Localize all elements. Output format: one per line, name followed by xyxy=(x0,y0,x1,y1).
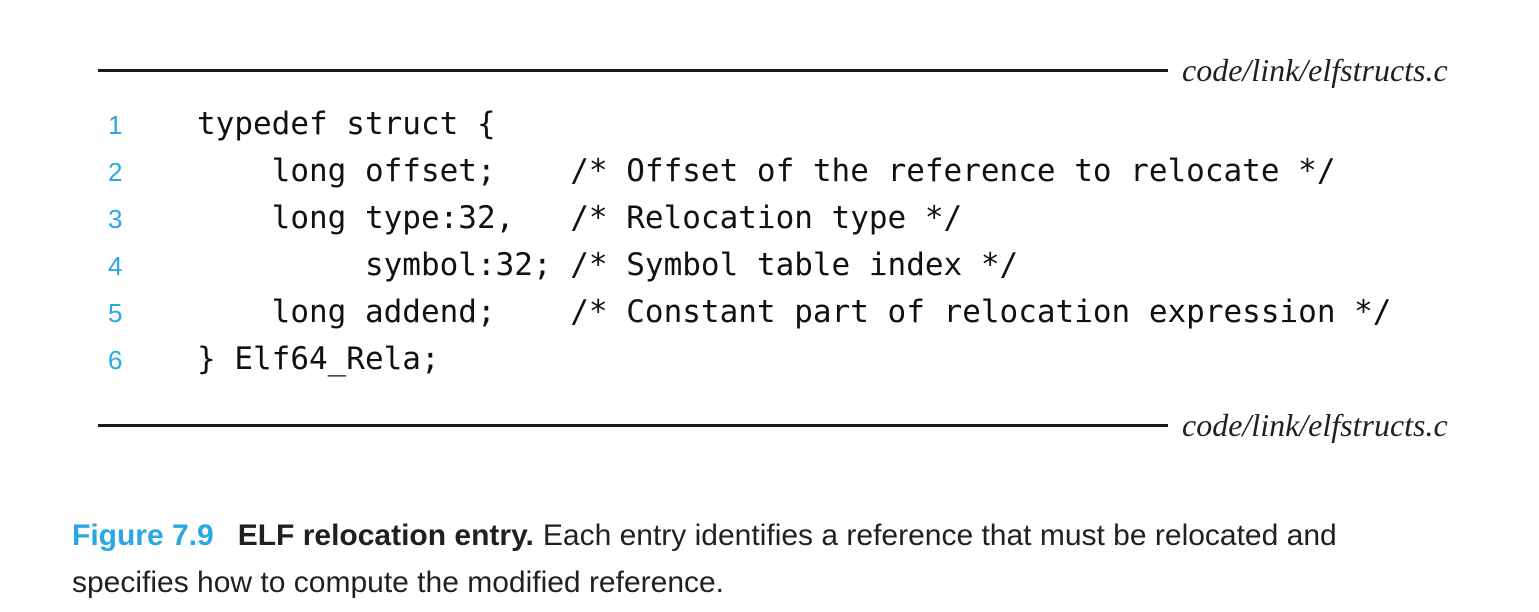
code-line: 1 typedef struct { xyxy=(0,101,1391,148)
line-number: 4 xyxy=(108,251,123,281)
code-text: typedef struct { xyxy=(197,106,496,142)
code-text: long offset; /* Offset of the reference … xyxy=(197,153,1336,189)
figure-title: ELF relocation entry. xyxy=(237,519,534,552)
code-line: 2 long offset; /* Offset of the referenc… xyxy=(0,148,1391,195)
line-number: 3 xyxy=(108,204,123,234)
line-number: 5 xyxy=(108,298,123,328)
top-rule-line xyxy=(98,68,1168,72)
source-file-label-bottom: code/link/elfstructs.c xyxy=(1182,406,1448,443)
source-file-label-top: code/link/elfstructs.c xyxy=(1182,51,1448,88)
figure-description: Each entry identifies a reference that m… xyxy=(72,519,1337,599)
code-text: } Elf64_Rela; xyxy=(197,341,440,377)
line-number: 6 xyxy=(108,345,123,375)
figure-caption: Figure 7.9 ELF relocation entry.Each entr… xyxy=(72,512,1382,606)
bottom-source-rule: code/link/elfstructs.c xyxy=(98,405,1448,445)
code-text: long type:32, /* Relocation type */ xyxy=(197,200,963,236)
code-listing: 1 typedef struct { 2 long offset; /* Off… xyxy=(0,101,1391,383)
code-line: 4 symbol:32; /* Symbol table index */ xyxy=(0,242,1391,289)
bottom-rule-line xyxy=(98,423,1168,427)
line-number: 1 xyxy=(108,110,123,140)
top-source-rule: code/link/elfstructs.c xyxy=(98,50,1448,90)
code-line: 6 } Elf64_Rela; xyxy=(0,336,1391,383)
code-line: 3 long type:32, /* Relocation type */ xyxy=(0,195,1391,242)
code-text: long addend; /* Constant part of relocat… xyxy=(197,294,1392,330)
code-text: symbol:32; /* Symbol table index */ xyxy=(197,247,1019,283)
figure-label: Figure 7.9 xyxy=(72,519,214,552)
code-line: 5 long addend; /* Constant part of reloc… xyxy=(0,289,1391,336)
line-number: 2 xyxy=(108,157,123,187)
